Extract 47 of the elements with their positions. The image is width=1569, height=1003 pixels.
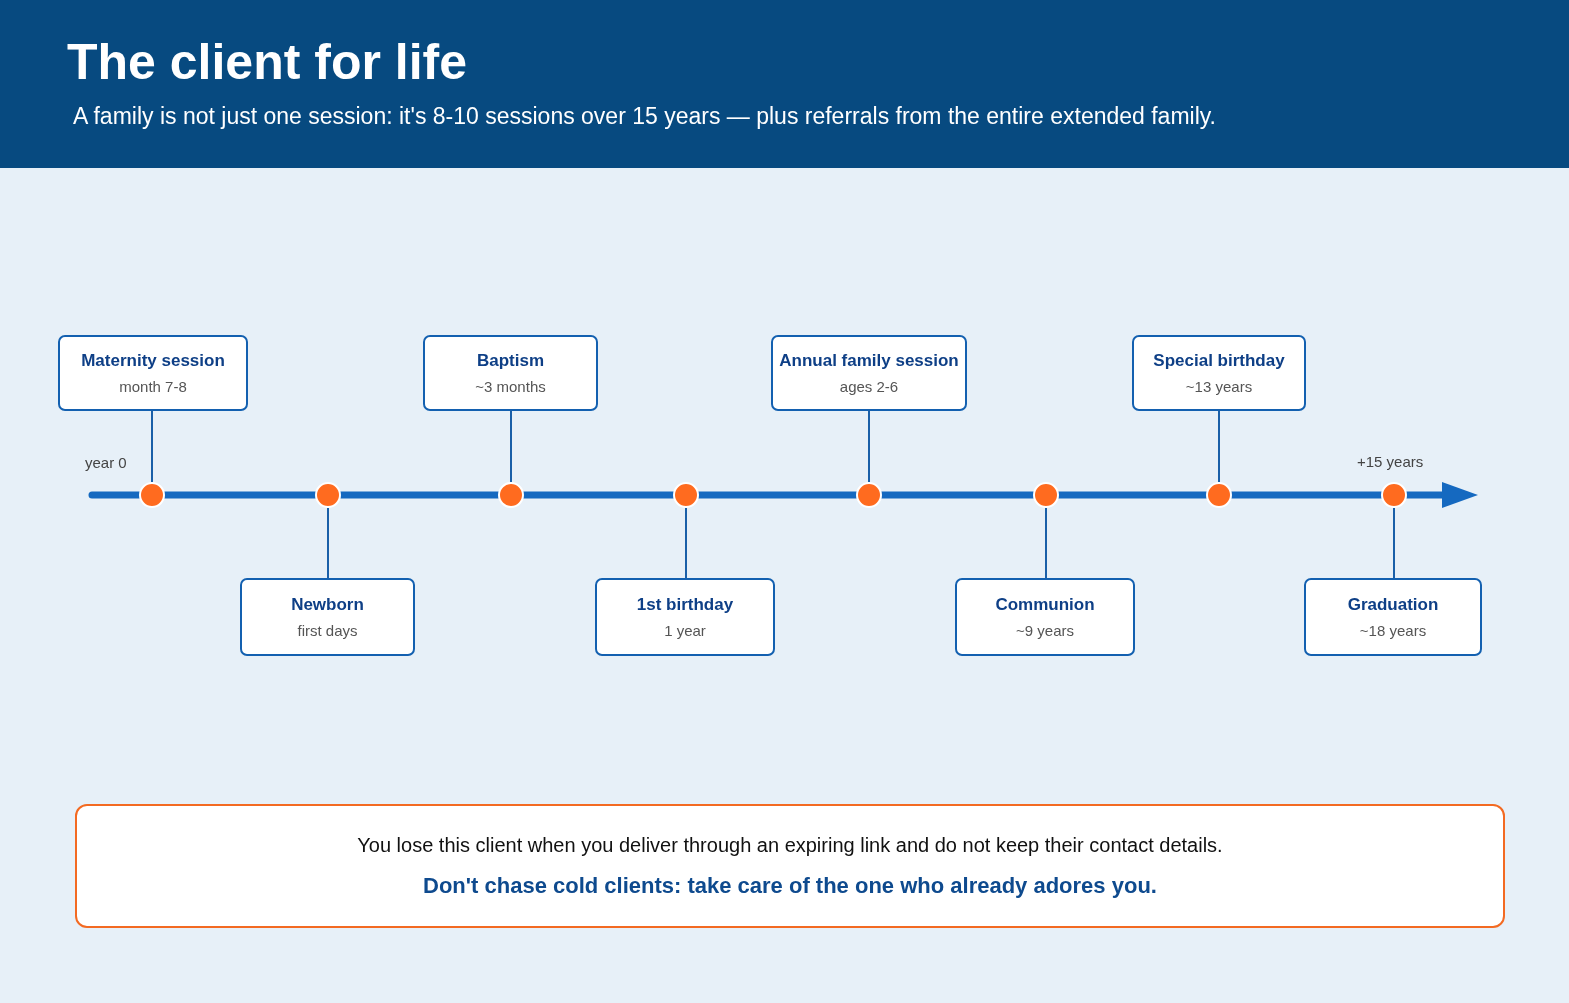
- milestone-title: Annual family session: [779, 351, 959, 371]
- milestone-card: [955, 578, 1135, 656]
- leader-line: [685, 507, 687, 579]
- milestone-age: ~18 years: [1359, 622, 1427, 639]
- milestone-card: [1132, 335, 1306, 411]
- timeline-dot: [673, 482, 699, 508]
- milestone-age: month 7-8: [119, 378, 187, 395]
- timeline-dot: [856, 482, 882, 508]
- milestone-card: [1304, 578, 1482, 656]
- note-text: You lose this client when you deliver through an expiring link and do not keep their contact details.: [357, 833, 1223, 857]
- milestone-title: Baptism: [476, 351, 545, 371]
- milestone-card: [771, 335, 967, 411]
- title: The client for life: [67, 33, 468, 91]
- key-message: Don't chase cold clients: take care of the one who already adores you.: [423, 872, 1157, 899]
- timeline-dot: [1206, 482, 1232, 508]
- timeline-dot: [498, 482, 524, 508]
- milestone-title: Special birthday: [1153, 351, 1285, 371]
- leader-line: [1218, 410, 1220, 483]
- subtitle: A family is not just one session: it's 8-10 sessions over 15 years — plus referrals from the entire extended family.: [73, 103, 1216, 130]
- milestone-age: ages 2-6: [839, 378, 899, 395]
- milestone-age: ~13 years: [1185, 378, 1253, 395]
- milestone-age: ~3 months: [475, 378, 546, 395]
- milestone-title: Maternity session: [81, 351, 225, 371]
- leader-line: [868, 410, 870, 483]
- leader-line: [510, 410, 512, 483]
- milestone-title: Communion: [995, 595, 1095, 615]
- milestone-card: [58, 335, 248, 411]
- timeline-dot: [315, 482, 341, 508]
- axis-label: year 0: [85, 454, 127, 471]
- timeline-dot: [1381, 482, 1407, 508]
- leader-line: [327, 507, 329, 579]
- milestone-title: 1st birthday: [636, 595, 734, 615]
- milestone-card: [595, 578, 775, 656]
- axis-label: +15 years: [1357, 453, 1424, 470]
- timeline-dot: [139, 482, 165, 508]
- callout-panel: [75, 804, 1505, 928]
- milestone-title: Graduation: [1347, 595, 1439, 615]
- milestone-age: ~9 years: [1016, 622, 1074, 639]
- milestone-card: [423, 335, 598, 411]
- leader-line: [151, 410, 153, 483]
- milestone-age: 1 year: [664, 622, 706, 639]
- milestone-age: first days: [297, 622, 358, 639]
- timeline-dot: [1033, 482, 1059, 508]
- leader-line: [1393, 507, 1395, 579]
- leader-line: [1045, 507, 1047, 579]
- milestone-card: [240, 578, 415, 656]
- milestone-title: Newborn: [291, 595, 364, 615]
